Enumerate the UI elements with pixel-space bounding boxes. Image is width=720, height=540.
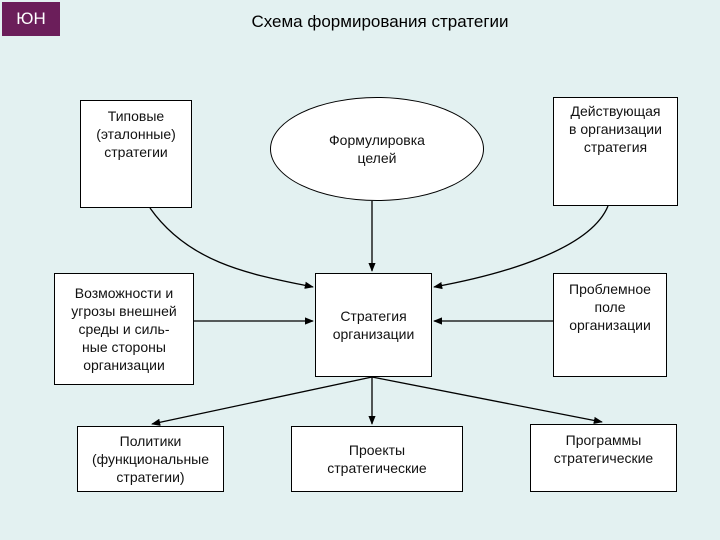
arrow-strategy-to-programs bbox=[371, 376, 603, 424]
node-strategic-projects: Проекты стратегические bbox=[291, 426, 463, 492]
arrow-strategy-to-policies bbox=[151, 376, 373, 426]
logo: ЮН bbox=[2, 2, 60, 36]
node-goal-formulation: Формулировка целей bbox=[270, 97, 484, 201]
arrow-current-to-strategy bbox=[433, 205, 609, 290]
node-organization-strategy: Стратегия организации bbox=[315, 273, 432, 377]
node-problem-field: Проблемное поле организации bbox=[553, 273, 667, 377]
node-typical-strategies: Типовые (эталонные) стратегии bbox=[80, 100, 192, 208]
node-current-strategy: Действующая в организации стратегия bbox=[553, 97, 678, 206]
node-environment: Возможности и угрозы внешней среды и сил… bbox=[54, 273, 194, 385]
node-strategic-programs: Программы стратегические bbox=[530, 424, 677, 492]
arrow-typical-to-strategy bbox=[149, 207, 314, 289]
diagram-title: Схема формирования стратегии bbox=[251, 12, 509, 31]
node-policies: Политики (функциональные стратегии) bbox=[77, 426, 224, 492]
